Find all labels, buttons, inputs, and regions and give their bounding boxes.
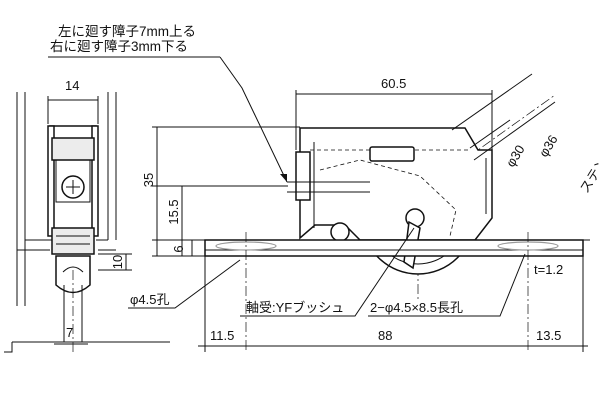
- dim-side-height: 10: [110, 255, 125, 269]
- wheel-type-label: ステンレス車: [577, 121, 600, 195]
- rail-line: [4, 342, 13, 353]
- top-cap: [369, 146, 415, 162]
- dim-thickness: t=1.2: [534, 262, 563, 277]
- callout-leader: [368, 253, 526, 317]
- dim-offset-left: 11.5: [210, 328, 234, 343]
- note-line-1: 左に廻す障子7mm上る: [58, 24, 196, 39]
- note-leader: [219, 56, 288, 183]
- dim-wheel-dia: φ30: [503, 142, 528, 169]
- callout-leader: [240, 227, 415, 317]
- hole-icon: [330, 222, 350, 242]
- dim-offset-right: 13.5: [536, 328, 561, 343]
- side-view: 14 10 7: [4, 78, 170, 353]
- front-view: [204, 94, 584, 352]
- note-arrowhead: [280, 174, 287, 182]
- dim-line: [451, 73, 533, 131]
- callout-leader: [128, 259, 241, 309]
- dim-line: [469, 119, 511, 149]
- callout-slot: 2−φ4.5×8.5長孔: [370, 300, 463, 315]
- dim-base-height: 6: [171, 245, 186, 252]
- bracket-body: [299, 127, 493, 241]
- callout-hole: φ4.5孔: [130, 292, 170, 307]
- note-line-2: 右に廻す障子3mm下る: [50, 39, 188, 54]
- side-plate-right: [91, 125, 99, 237]
- dim-side-width: 14: [65, 78, 79, 93]
- side-upper-panel: [55, 159, 91, 203]
- side-top-block: [51, 137, 95, 161]
- adjustment-note: 左に廻す障子7mm上る 右に廻す障子3mm下る: [48, 24, 288, 183]
- dim-line: [473, 101, 556, 161]
- adjust-plate: [295, 151, 311, 201]
- dim-overall-width: 60.5: [381, 76, 406, 91]
- side-wheel-groove: [62, 266, 84, 273]
- dim-wheel-outer-dia: φ36: [536, 132, 561, 159]
- side-plate-left: [47, 125, 55, 237]
- base-plate: [204, 239, 584, 257]
- callout-bearing: 軸受:YFブッシュ: [246, 300, 344, 315]
- dim-axle-height: 15.5: [166, 199, 181, 224]
- callouts: φ4.5孔 軸受:YFブッシュ 2−φ4.5×8.5長孔: [128, 227, 526, 317]
- dim-total-height: 35: [141, 173, 156, 187]
- dim-hole-pitch: 88: [378, 328, 392, 343]
- dim-side-bottom: 7: [66, 325, 73, 340]
- bracket-hidden: [319, 159, 457, 237]
- side-lower-block: [51, 227, 95, 255]
